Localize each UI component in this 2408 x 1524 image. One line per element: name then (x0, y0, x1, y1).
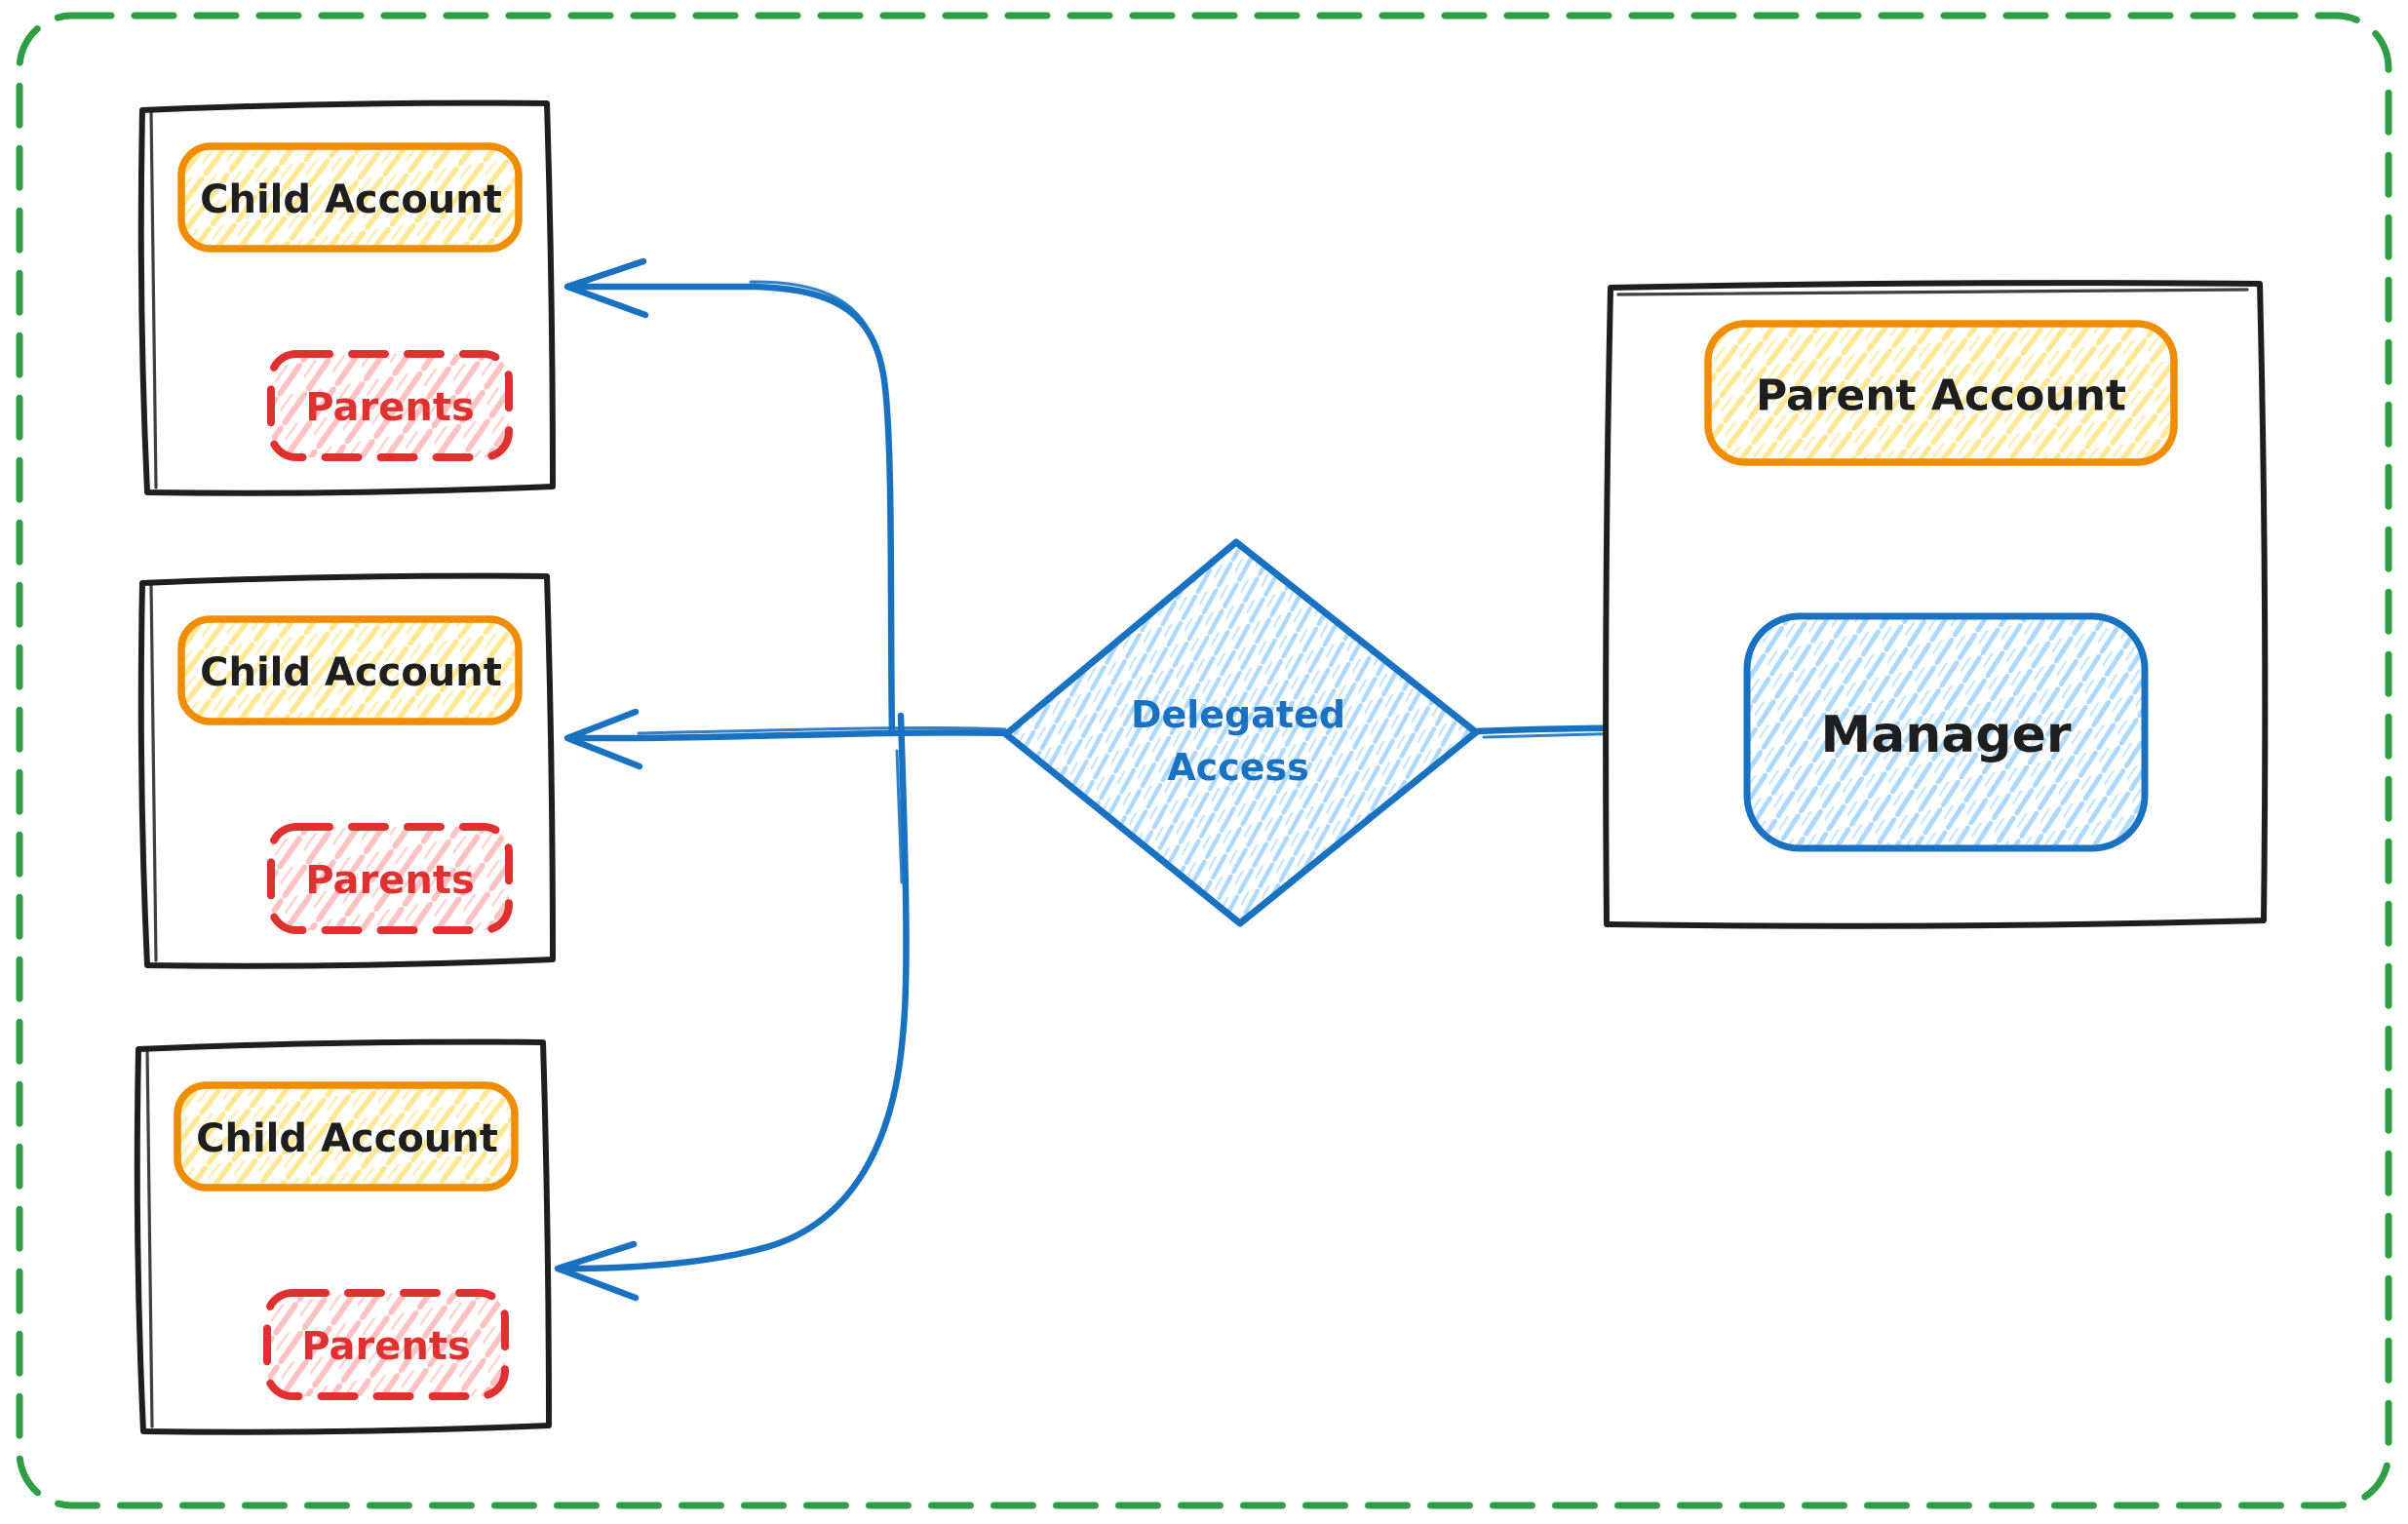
frame-sketch-pass (149, 580, 158, 962)
parents-badge-text: Parents (301, 1324, 471, 1369)
parents-badge-text: Parents (305, 385, 475, 430)
arrow-line (563, 712, 910, 1272)
decision-text-line1: Delegated (1131, 693, 1345, 736)
canvas-border (16, 12, 2392, 1509)
frame-sketch-pass (145, 1046, 154, 1428)
parents-badge-text: Parents (305, 858, 475, 903)
arrow-to-child-2 (563, 708, 1009, 770)
child-account-box-2: Child Account Parents (137, 572, 556, 969)
child-account-label (177, 142, 523, 253)
decision-text-line2: Access (1167, 746, 1308, 789)
arrowhead-icon (563, 708, 643, 770)
child-account-box-3: Child Account Parents (134, 1038, 552, 1435)
diamond-shape (1002, 538, 1480, 927)
parents-badge (267, 823, 513, 934)
child-account-label (177, 615, 523, 725)
arrow-line (565, 729, 1009, 742)
frame-sketch-pass (1616, 288, 2249, 296)
arrow-to-child-1 (563, 257, 896, 737)
parents-badge (267, 350, 513, 461)
arrow-sketch-pass (749, 280, 885, 378)
manager-node-text: Manager (1820, 706, 2071, 764)
child-account-label (174, 1081, 519, 1192)
arrow-to-child-3 (554, 712, 910, 1302)
child-account-label-text: Child Account (200, 177, 502, 222)
parent-account-label (1704, 320, 2178, 466)
parent-account-label-text: Parent Account (1756, 371, 2126, 421)
delegated-access-diamond: Delegated Access (1002, 538, 1480, 927)
child-account-box-1: Child Account Parents (137, 99, 556, 496)
arrowhead-icon (554, 1240, 640, 1302)
arrowhead-icon (563, 257, 649, 319)
child-account-label-text: Child Account (200, 650, 502, 695)
frame-sketch-pass (149, 107, 158, 489)
parents-badge (263, 1289, 509, 1400)
arrow-line (573, 283, 896, 737)
manager-node (1743, 612, 2149, 852)
arrow-sketch-pass (895, 749, 904, 884)
parent-account-box: Parent Account Manager (1603, 280, 2269, 929)
connector-sketch-pass (1482, 731, 1628, 739)
child-account-label-text: Child Account (196, 1116, 498, 1161)
arrow-sketch-pass (637, 726, 1007, 735)
